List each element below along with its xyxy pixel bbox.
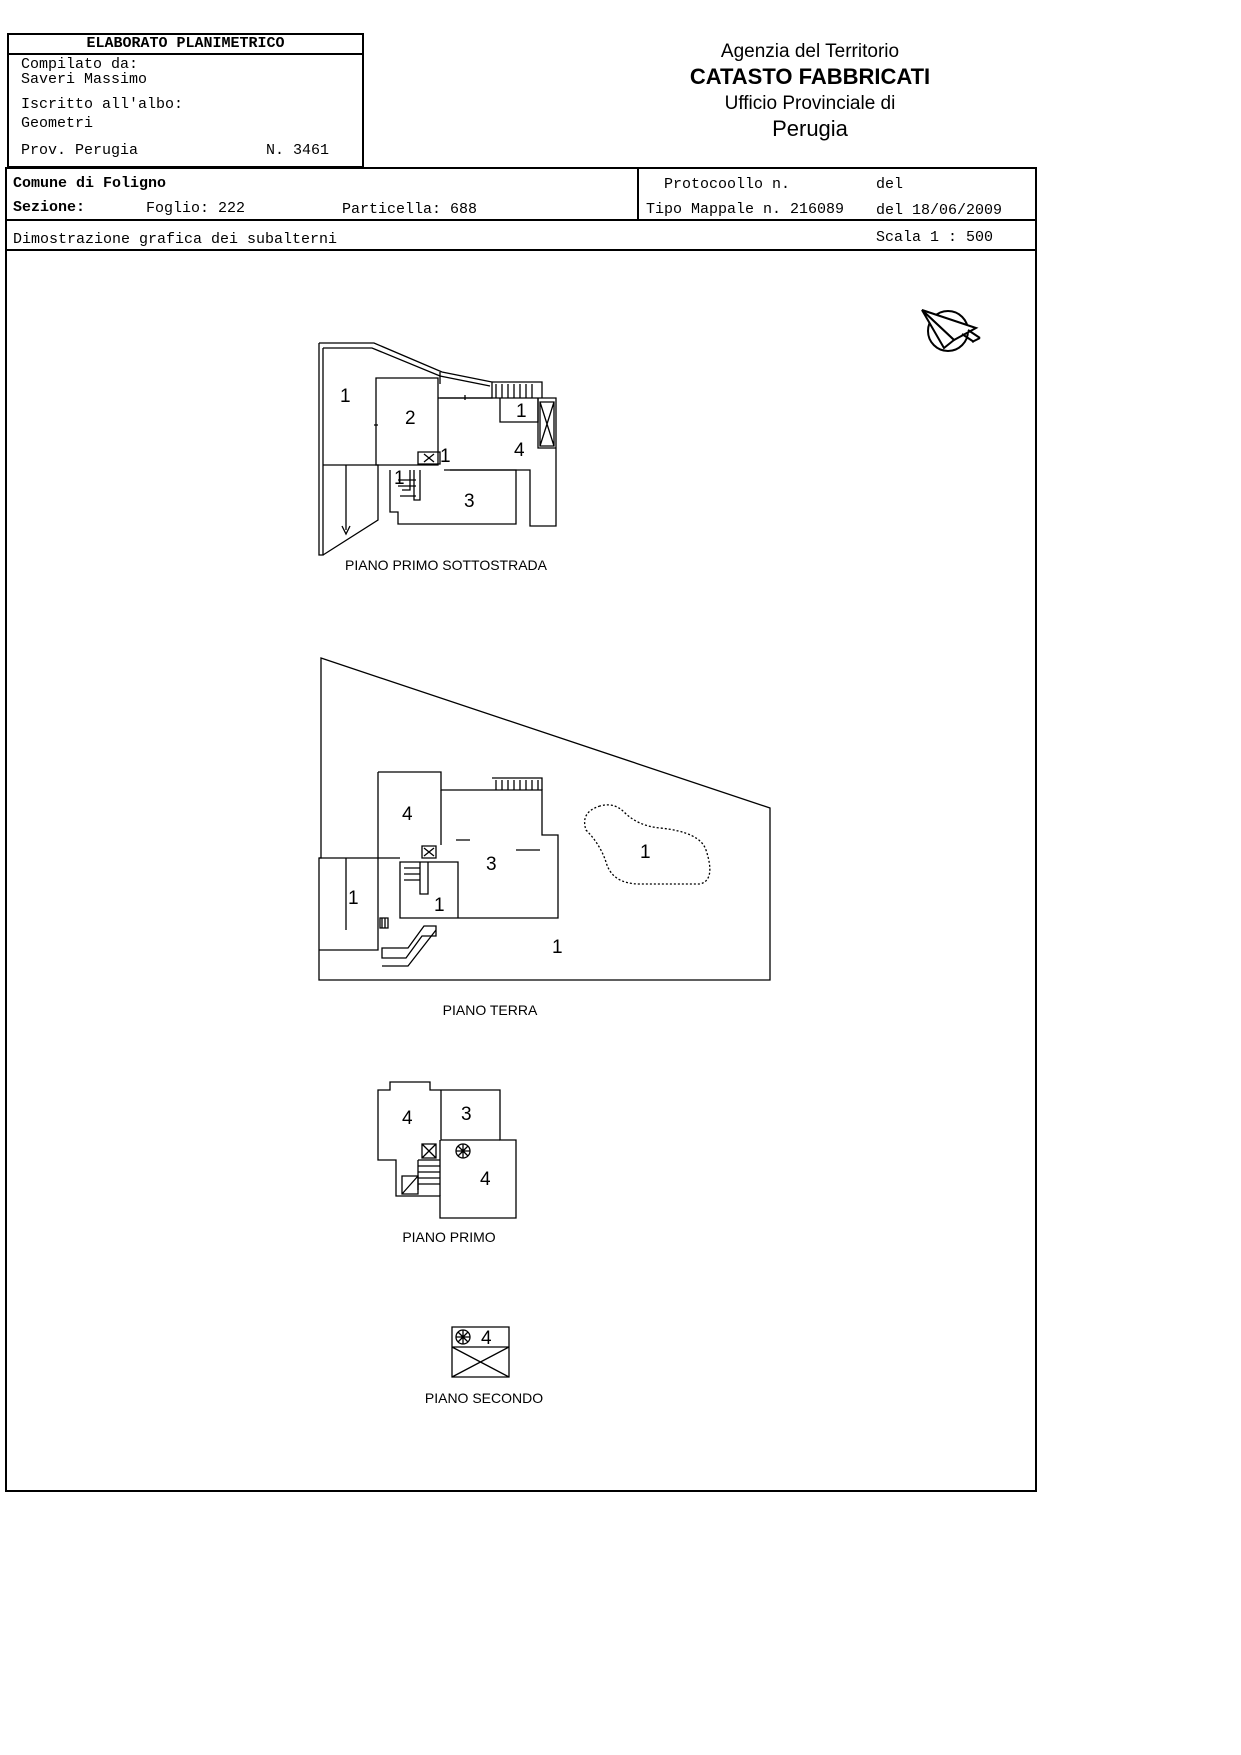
iscritto-value: Geometri bbox=[21, 115, 94, 132]
doc-title: ELABORATO PLANIMETRICO bbox=[86, 35, 285, 52]
terra-unit-6: 1 bbox=[552, 937, 563, 958]
floorplan-primo: 4 3 4 bbox=[377, 1081, 517, 1219]
ufficio-label: Ufficio Provinciale di bbox=[724, 93, 896, 114]
sottostrada-label: PIANO PRIMO SOTTOSTRADA bbox=[345, 557, 547, 573]
tipo-mappale: Tipo Mappale n. 216089 bbox=[646, 201, 845, 218]
city-label: Perugia bbox=[772, 116, 848, 141]
prov-label: Prov. Perugia bbox=[21, 142, 139, 159]
sottostrada-unit-1: 1 bbox=[340, 386, 351, 407]
info-vdivider bbox=[637, 167, 639, 220]
primo-unit-1: 4 bbox=[402, 1108, 413, 1129]
floorplan-terra: 4 3 1 1 1 1 bbox=[318, 657, 771, 981]
dimostrazione-label: Dimostrazione grafica dei subalterni bbox=[13, 231, 338, 248]
terra-unit-3: 1 bbox=[640, 842, 651, 863]
primo-unit-3: 4 bbox=[480, 1169, 491, 1190]
terra-unit-4: 1 bbox=[348, 888, 359, 909]
info-divider-1 bbox=[5, 219, 1037, 221]
floorplan-sottostrada: 1 2 1 4 1 1 3 bbox=[318, 342, 557, 556]
sottostrada-unit-4: 4 bbox=[514, 440, 525, 461]
info-divider-2 bbox=[5, 249, 1037, 251]
secondo-unit-1: 4 bbox=[481, 1328, 492, 1349]
primo-unit-2: 3 bbox=[461, 1104, 472, 1125]
compilato-label: Compilato da: bbox=[21, 56, 139, 73]
sezione-label: Sezione: bbox=[13, 199, 86, 216]
comune-label: Comune di Foligno bbox=[13, 175, 167, 192]
protocollo-label: Protocoollo n. bbox=[664, 176, 791, 193]
primo-label: PIANO PRIMO bbox=[402, 1229, 496, 1245]
terra-unit-2: 3 bbox=[486, 854, 497, 875]
terra-unit-5: 1 bbox=[434, 895, 445, 916]
sottostrada-unit-7: 3 bbox=[464, 491, 475, 512]
del-date: del 18/06/2009 bbox=[876, 202, 1003, 219]
scala-label: Scala 1 : 500 bbox=[876, 229, 994, 246]
agency-name: Agenzia del Territorio bbox=[720, 41, 900, 62]
sottostrada-unit-6: 1 bbox=[394, 468, 405, 489]
compilato-name: Saveri Massimo bbox=[21, 71, 148, 88]
main-frame bbox=[5, 167, 1037, 1492]
sottostrada-unit-3: 1 bbox=[516, 401, 527, 422]
del-label: del bbox=[876, 176, 904, 193]
header-title-divider bbox=[7, 53, 364, 55]
numero-label: N. 3461 bbox=[266, 142, 330, 159]
sottostrada-unit-2: 2 bbox=[405, 408, 416, 429]
terra-label: PIANO TERRA bbox=[442, 1002, 538, 1018]
particella-label: Particella: 688 bbox=[342, 201, 478, 218]
foglio-label: Foglio: 222 bbox=[146, 200, 246, 217]
terra-unit-1: 4 bbox=[402, 804, 413, 825]
catasto-title: CATASTO FABBRICATI bbox=[689, 64, 931, 89]
secondo-label: PIANO SECONDO bbox=[424, 1390, 544, 1406]
iscritto-label: Iscritto all'albo: bbox=[21, 96, 184, 113]
sottostrada-unit-5: 1 bbox=[440, 446, 451, 467]
north-arrow-icon bbox=[921, 309, 981, 352]
floorplan-secondo: 4 bbox=[451, 1326, 510, 1378]
